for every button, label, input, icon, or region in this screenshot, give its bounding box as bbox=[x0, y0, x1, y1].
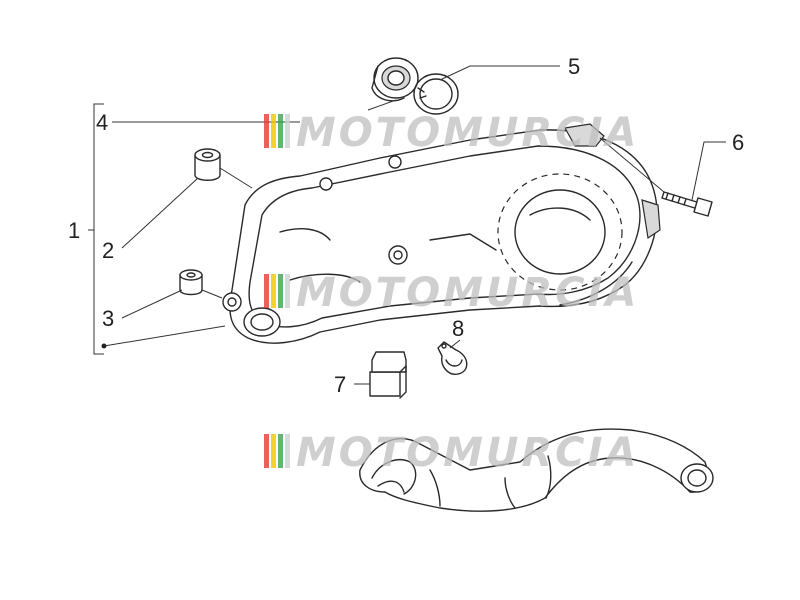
clamp-part-8 bbox=[437, 341, 468, 375]
watermark-logo-top: MOTOMURCIA bbox=[264, 110, 639, 156]
watermark-stripe bbox=[278, 434, 283, 468]
cooling-duct bbox=[359, 428, 714, 512]
callout-2: 2 bbox=[102, 238, 114, 263]
spacer-part-3 bbox=[179, 269, 203, 296]
watermark-stripes bbox=[264, 434, 290, 468]
watermark-stripe bbox=[271, 434, 276, 468]
watermark-stripe bbox=[285, 274, 290, 308]
watermark-stripe bbox=[278, 274, 283, 308]
watermark-logo-middle: MOTOMURCIA bbox=[264, 270, 639, 316]
watermark-stripes bbox=[264, 114, 290, 148]
callout-3: 3 bbox=[102, 306, 114, 331]
watermark-stripe bbox=[285, 114, 290, 148]
callout-5: 5 bbox=[568, 54, 580, 79]
watermark-stripe bbox=[264, 274, 269, 308]
transmission-cover bbox=[222, 123, 661, 344]
callout-8: 8 bbox=[452, 316, 464, 341]
leader-dot bbox=[101, 343, 107, 349]
watermark-stripe bbox=[278, 114, 283, 148]
callouts: 1 2 3 4 5 6 7 8 bbox=[68, 54, 744, 397]
watermark-logo-bottom: MOTOMURCIA bbox=[264, 430, 639, 476]
watermark-text: MOTOMURCIA bbox=[296, 430, 639, 476]
watermark-stripe bbox=[271, 274, 276, 308]
bush-part-2 bbox=[194, 148, 221, 181]
watermark-text: MOTOMURCIA bbox=[296, 270, 639, 316]
screw-part-6 bbox=[661, 191, 713, 217]
bearing-part-5 bbox=[371, 57, 419, 102]
callout-7: 7 bbox=[334, 372, 346, 397]
watermark-stripe bbox=[264, 114, 269, 148]
callout-4: 4 bbox=[96, 110, 108, 135]
circlip-part-5 bbox=[413, 73, 459, 115]
watermark-stripe bbox=[285, 434, 290, 468]
watermark-stripe bbox=[271, 114, 276, 148]
callout-6: 6 bbox=[732, 130, 744, 155]
watermark-stripe bbox=[264, 434, 269, 468]
callout-1: 1 bbox=[68, 218, 80, 243]
rubber-block-part-7 bbox=[369, 351, 407, 399]
watermark-stripes bbox=[264, 274, 290, 308]
watermark-text: MOTOMURCIA bbox=[296, 110, 639, 156]
